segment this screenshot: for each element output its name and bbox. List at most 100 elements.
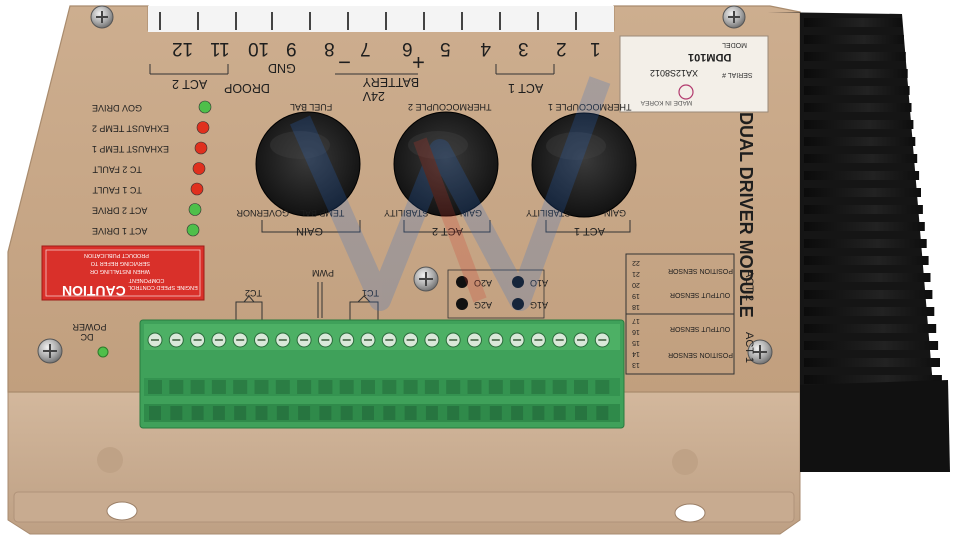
heatsink-fin [804, 188, 921, 197]
terminal-opening[interactable] [552, 380, 567, 394]
terminal-rib [149, 406, 161, 420]
terminal-opening[interactable] [297, 380, 312, 394]
heatsink-fin [804, 171, 920, 180]
terminal-opening[interactable] [424, 380, 439, 394]
terminal-opening[interactable] [190, 380, 205, 394]
gnd-label: GND [268, 61, 296, 75]
test-point-a2g[interactable] [456, 298, 468, 310]
top-terminal-posts [159, 12, 577, 30]
terminal-rib [212, 406, 225, 420]
thermocouple-1-pot[interactable] [531, 112, 637, 218]
output-sensor-label-1: OUTPUT SENSOR [670, 325, 730, 332]
terminal-opening[interactable] [574, 380, 588, 394]
terminal-opening[interactable] [361, 380, 375, 394]
heatsink-fin [804, 307, 935, 316]
terminal-number: 11 [210, 38, 230, 59]
terminal-opening[interactable] [318, 380, 333, 394]
terminal-number: 12 [172, 38, 193, 59]
terminal-rib [553, 406, 566, 420]
screw [37, 338, 63, 364]
indicator-led [190, 182, 204, 196]
heatsink-fin [804, 239, 927, 248]
serial-caption: SERIAL # [722, 71, 753, 78]
indicator-led [198, 100, 212, 114]
terminal-opening[interactable] [169, 380, 184, 394]
stability-label-1: STABILITY [526, 208, 570, 218]
terminal-rib [170, 406, 183, 420]
terminal-rib [596, 406, 609, 420]
sensor-pin-number: 16 [632, 328, 640, 335]
terminal-opening[interactable] [467, 380, 482, 394]
fuel-bal-pot[interactable] [255, 111, 361, 217]
terminal-rib [511, 406, 524, 420]
sensor-act2-label: ACT 2 [743, 270, 755, 301]
terminal-opening[interactable] [148, 380, 162, 394]
terminal-rib [575, 406, 587, 420]
flange-dimple [672, 449, 698, 475]
terminal-rib [191, 406, 204, 420]
battery-plus: + [412, 50, 425, 75]
tc2-label: TC2 [245, 288, 262, 298]
terminal-opening[interactable] [488, 380, 503, 394]
terminal-number: 10 [248, 38, 269, 59]
screw [747, 339, 773, 365]
terminal-opening[interactable] [403, 380, 418, 394]
terminal-opening[interactable] [510, 380, 525, 394]
heatsink-fin [804, 205, 923, 214]
governor-label: GOVERNOR [236, 208, 289, 218]
indicator-led [192, 162, 206, 175]
tp-label: A2G [474, 300, 492, 310]
terminal-opening[interactable] [275, 380, 290, 394]
indicator-label: EXHAUST TEMP 1 [92, 144, 169, 154]
test-point-a1o[interactable] [512, 276, 524, 288]
indicator-label: ACT 1 DRIVE [92, 226, 147, 236]
terminal-opening[interactable] [339, 380, 354, 394]
power-dc-label: DC [80, 332, 93, 342]
screw [413, 266, 439, 292]
indicator-led [196, 121, 210, 134]
terminal-rib [404, 406, 417, 420]
gain-label-1: GAIN [604, 208, 626, 218]
heatsink-fin [804, 18, 902, 27]
terminal-number: 7 [360, 38, 371, 59]
model-number: DDM101 [688, 51, 731, 63]
screw [90, 5, 114, 29]
terminal-opening[interactable] [211, 380, 226, 394]
terminal-opening[interactable] [595, 380, 610, 394]
terminal-number: 3 [518, 38, 529, 59]
module-title: DUAL DRIVER MODULE [736, 112, 756, 318]
heatsink-fin [804, 120, 914, 129]
terminal-rib [532, 406, 545, 420]
thermocouple2-label: THERMOCOUPLE 2 [408, 102, 492, 112]
sensor-pin-number: 17 [632, 317, 640, 324]
terminal-number: 9 [286, 38, 297, 59]
terminal-opening[interactable] [382, 380, 397, 394]
sensor-pin-number: 13 [632, 361, 640, 368]
model-label: MODEL DDM101 SERIAL # XA12S8012 MADE IN … [619, 35, 769, 113]
sensor-wiring-legend: ACT 2 ACT 1 POSITION SENSOR OUTPUT SENSO… [625, 253, 755, 375]
terminal-opening[interactable] [233, 380, 248, 394]
terminal-opening[interactable] [254, 380, 269, 394]
terminal-opening[interactable] [531, 380, 546, 394]
terminal-opening[interactable] [446, 380, 461, 394]
terminal-rib [276, 406, 289, 420]
test-point-a1g[interactable] [512, 298, 524, 310]
indicator-label: ACT 2 DRIVE [92, 206, 147, 216]
heatsink-fin [804, 375, 942, 384]
test-point-a2o[interactable] [456, 276, 468, 288]
act2-group-label: ACT 2 [432, 225, 463, 237]
stability-label-2: STABILITY [384, 208, 428, 218]
terminal-number: 5 [440, 38, 451, 59]
sensor-pin-number: 15 [632, 339, 640, 346]
indicator-led [186, 223, 200, 237]
tc1-label: TC1 [362, 288, 379, 298]
thermocouple-2-pot[interactable] [393, 111, 499, 217]
indicator-label: TC 2 FAULT [92, 165, 142, 175]
heatsink-fin [804, 154, 918, 163]
terminal-rib [340, 406, 353, 420]
mount-hole-right [674, 503, 706, 523]
indicator-label: GOV DRIVE [92, 103, 142, 113]
gain-label-2: GAIN [460, 208, 482, 218]
